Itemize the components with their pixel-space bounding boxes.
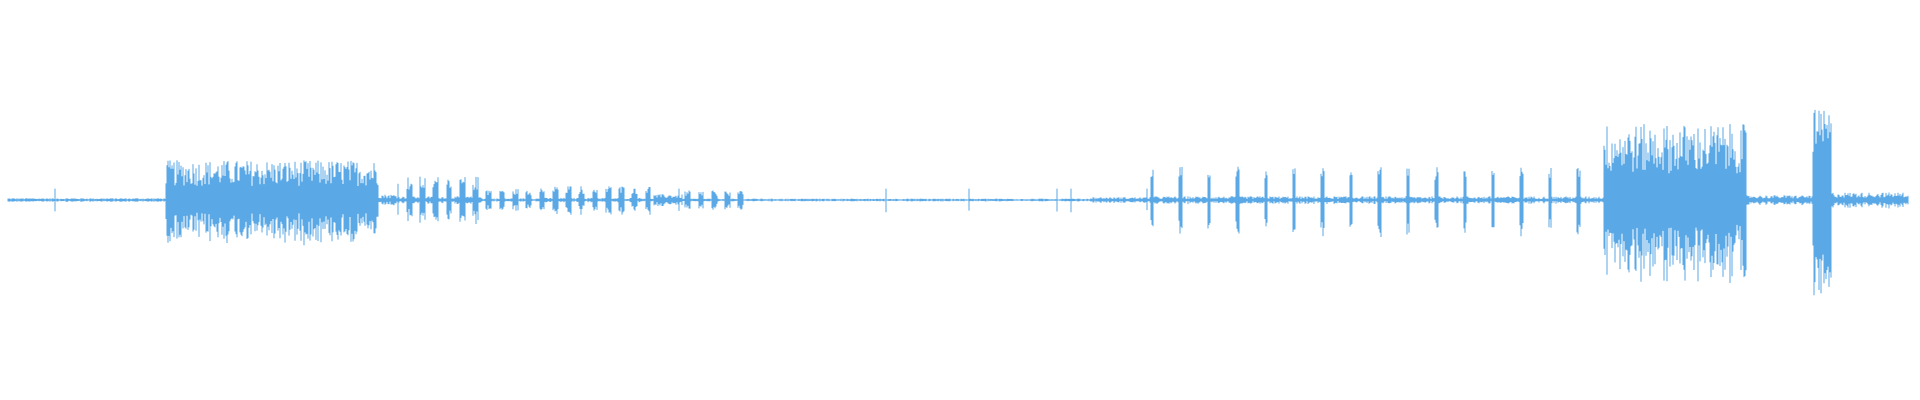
waveform-samples — [7, 109, 1909, 296]
